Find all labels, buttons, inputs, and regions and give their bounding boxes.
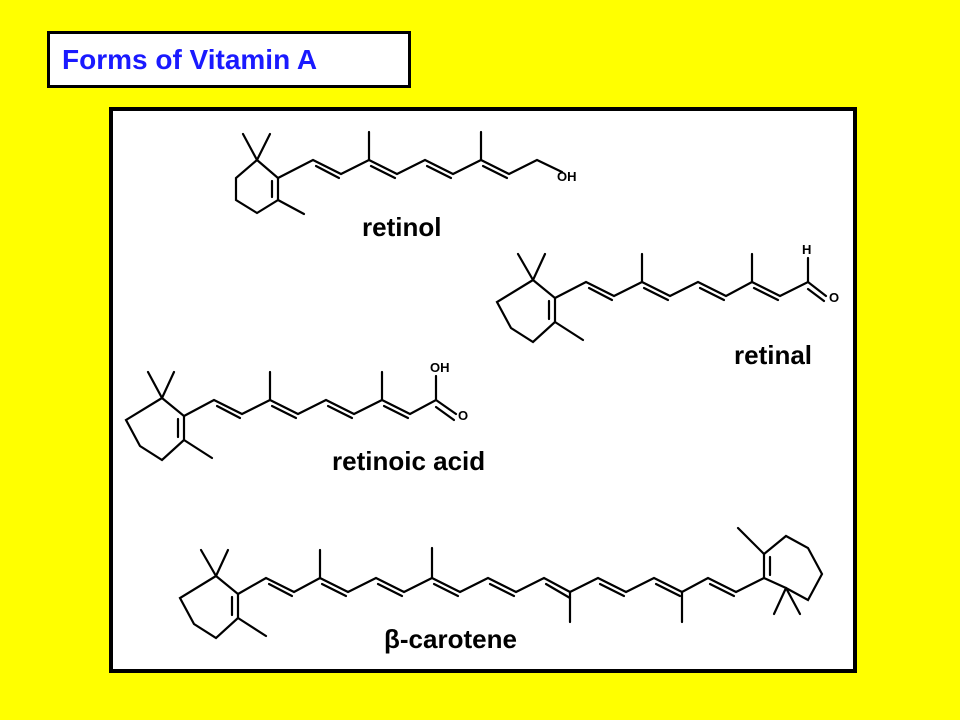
retinoic-acid-chain	[182, 370, 458, 422]
retinal-chain	[553, 252, 828, 303]
retinol-ring	[234, 132, 306, 216]
retinol-structure: OH retinol	[234, 130, 577, 242]
retinoic-acid-oh-label: OH	[430, 360, 450, 375]
retinal-label: retinal	[734, 340, 812, 370]
retinol-label: retinol	[362, 212, 441, 242]
beta-carotene-chain	[236, 546, 766, 624]
molecule-panel: OH retinol H	[109, 107, 857, 673]
retinal-structure: H O retinal	[495, 242, 839, 370]
retinoic-acid-o-label: O	[458, 408, 468, 423]
retinol-oh-label: OH	[557, 169, 577, 184]
beta-carotene-left-ring	[178, 548, 268, 640]
structures-diagram: OH retinol H	[124, 130, 839, 654]
page-title: Forms of Vitamin A	[62, 43, 318, 75]
retinoic-acid-structure: OH O retinoic acid	[124, 360, 485, 476]
beta-carotene-structure: β-carotene	[178, 526, 824, 654]
retinal-ring	[495, 252, 585, 344]
retinoic-acid-ring	[124, 370, 214, 462]
beta-carotene-right-ring	[736, 526, 824, 616]
retinal-o-label: O	[829, 290, 839, 305]
title-box: Forms of Vitamin A	[47, 31, 411, 88]
retinoic-acid-label: retinoic acid	[332, 446, 485, 476]
retinol-chain	[276, 130, 564, 180]
beta-carotene-label: β-carotene	[384, 624, 517, 654]
retinal-h-label: H	[802, 242, 811, 257]
